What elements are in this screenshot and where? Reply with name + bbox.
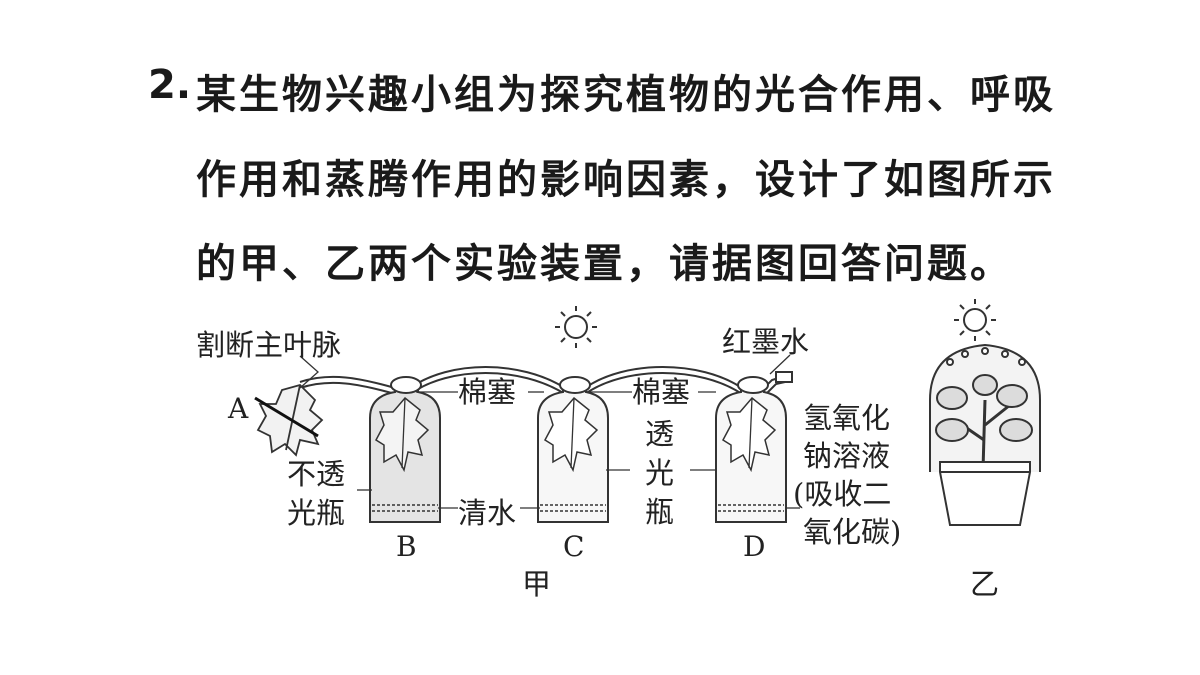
label-cut-vein: 割断主叶脉 bbox=[196, 328, 341, 362]
label-opaque-line-2: 光瓶 bbox=[287, 496, 345, 530]
label-setup-yi: 乙 bbox=[970, 567, 999, 601]
bottle-icon bbox=[537, 376, 609, 523]
bottle-icon bbox=[715, 376, 787, 523]
label-leaf-a: A bbox=[227, 392, 249, 425]
question-line-2: 作用和蒸腾作用的影响因素，设计了如图所示 bbox=[196, 157, 1056, 203]
label-naoh-line-3: (吸收二 bbox=[793, 477, 891, 511]
label-bottle-c: C bbox=[563, 530, 584, 563]
label-naoh-line-1: 氢氧化 bbox=[803, 401, 890, 435]
label-transparent-line-1: 透 bbox=[645, 417, 674, 451]
bottle-icon bbox=[369, 376, 441, 523]
label-water: 清水 bbox=[458, 496, 516, 530]
potted-plant-icon bbox=[929, 343, 1041, 526]
label-transparent-line-2: 光 bbox=[645, 456, 674, 490]
label-bottle-b: B bbox=[396, 530, 417, 563]
sun-icon bbox=[555, 306, 597, 348]
connecting-tubes bbox=[299, 366, 793, 397]
label-opaque-line-1: 不透 bbox=[287, 457, 345, 491]
question-line-3: 的甲、乙两个实验装置，请据图回答问题。 bbox=[196, 241, 1013, 287]
label-naoh-line-4: 氧化碳) bbox=[803, 515, 901, 549]
sun-icon bbox=[954, 299, 996, 341]
label-red-ink: 红墨水 bbox=[722, 325, 809, 359]
label-transparent-line-3: 瓶 bbox=[645, 495, 674, 529]
label-cotton-plug-1: 棉塞 bbox=[458, 375, 516, 409]
label-bottle-d: D bbox=[743, 530, 765, 563]
label-naoh-line-2: 钠溶液 bbox=[803, 439, 890, 473]
label-cotton-plug-2: 棉塞 bbox=[632, 375, 690, 409]
question-line-1: 某生物兴趣小组为探究植物的光合作用、呼吸 bbox=[196, 72, 1056, 118]
label-setup-jia: 甲 bbox=[522, 567, 551, 601]
question-number: 2. bbox=[148, 62, 192, 108]
leader-lines bbox=[299, 354, 800, 509]
leaf-icon bbox=[254, 383, 324, 457]
